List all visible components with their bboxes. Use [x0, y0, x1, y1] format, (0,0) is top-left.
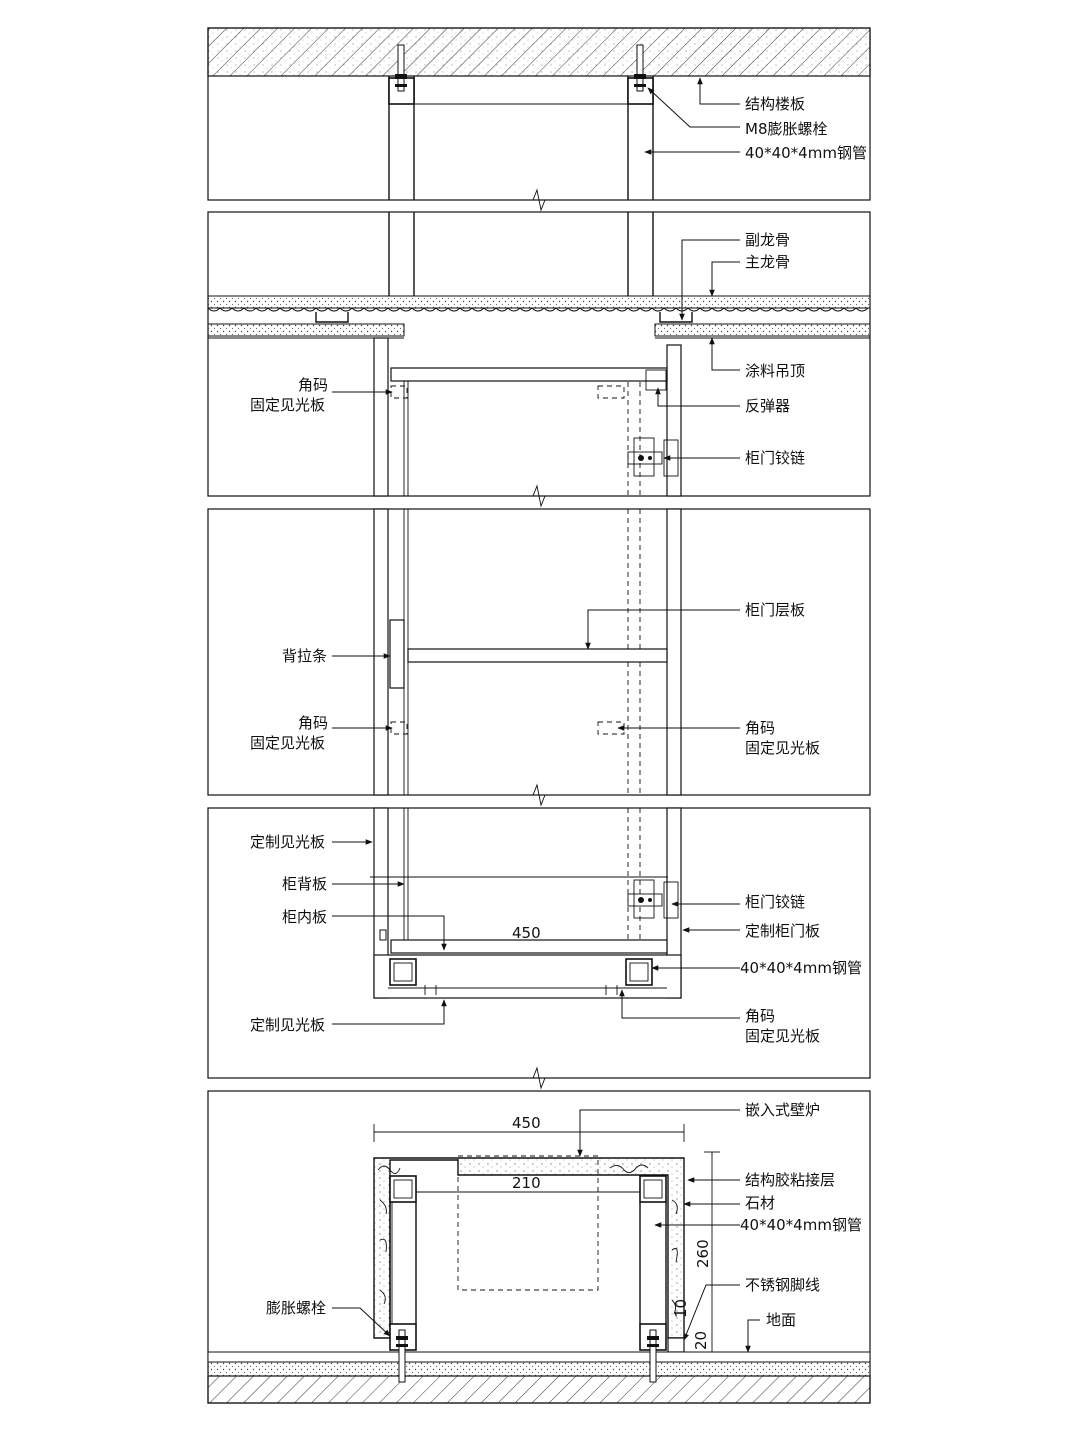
ground-slab-hatch	[207, 1375, 871, 1404]
label-stainless-skirting: 不锈钢脚线	[745, 1276, 820, 1294]
stone-shell	[373, 1157, 685, 1339]
paint-ceiling-board-right	[654, 323, 871, 337]
expansion-bolt-right	[647, 1329, 659, 1383]
dim-base-height: 260	[694, 1239, 712, 1268]
label-fix-visible-panel-3: 固定见光板	[745, 739, 820, 757]
fireplace-outline	[457, 1155, 599, 1291]
label-corner-bracket-3: 角码	[745, 719, 775, 737]
label-cabinet-back: 柜背板	[282, 875, 327, 893]
label-m8-bolt: M8膨胀螺栓	[745, 120, 828, 138]
label-fix-visible-panel-2: 固定见光板	[250, 734, 325, 752]
expansion-bolt-left	[396, 1329, 408, 1383]
label-corner-bracket-2: 角码	[298, 714, 328, 732]
label-custom-visible-panel-2: 定制见光板	[250, 1016, 325, 1034]
stainless-skirting	[667, 1337, 685, 1353]
dim-skirting-height: 20	[692, 1331, 710, 1350]
ground-finish-layer	[207, 1351, 871, 1363]
door-shelf	[407, 648, 668, 663]
label-main-keel: 主龙骨	[745, 253, 790, 271]
label-expansion-bolt: 膨胀螺栓	[266, 1299, 326, 1317]
label-back-strip: 背拉条	[282, 647, 327, 665]
label-door-shelf: 柜门层板	[745, 601, 805, 619]
label-fix-visible-panel-4: 固定见光板	[745, 1027, 820, 1045]
label-door-hinge-2: 柜门铰链	[745, 893, 805, 911]
label-custom-visible-panel-1: 定制见光板	[250, 833, 325, 851]
label-steel-tube-2: 40*40*4mm钢管	[740, 959, 862, 977]
paint-ceiling-board-left	[207, 323, 405, 337]
dim-skirting-gap: 10	[672, 1299, 690, 1318]
m8-bolt-right	[634, 44, 646, 92]
label-door-hinge-1: 柜门铰链	[745, 449, 805, 467]
label-rebound-device: 反弹器	[745, 397, 790, 415]
label-paint-ceiling: 涂料吊顶	[745, 362, 805, 380]
panel-cabinet-middle: 柜门层板 背拉条 角码 固定见光板 角码 固定见光板	[207, 508, 871, 807]
panel-slab-anchor: 结构楼板 M8膨胀螺栓 40*40*4mm钢管	[207, 27, 871, 212]
cabinet-hinge-bottom	[627, 879, 679, 919]
label-cabinet-inner: 柜内板	[282, 908, 327, 926]
label-steel-tube-3: 40*40*4mm钢管	[740, 1216, 862, 1234]
panel-ceiling: 副龙骨 主龙骨 涂料吊顶 反弹器 柜门铰链 角码 固定见光板	[207, 211, 871, 508]
label-custom-door-panel: 定制柜门板	[745, 922, 820, 940]
label-adhesive-layer: 结构胶粘接层	[745, 1171, 835, 1189]
main-keel-band	[207, 295, 871, 309]
label-ground: 地面	[766, 1311, 796, 1329]
dim-cabinet-depth: 450	[512, 924, 541, 942]
label-floor-slab: 结构楼板	[745, 95, 805, 113]
label-steel-tube-1: 40*40*4mm钢管	[745, 144, 867, 162]
dim-base-width: 450	[512, 1114, 541, 1132]
label-stone: 石材	[745, 1194, 775, 1212]
dim-fireplace-width: 210	[512, 1174, 541, 1192]
m8-bolt-left	[395, 44, 407, 92]
back-strip	[389, 619, 405, 689]
label-fireplace: 嵌入式壁炉	[745, 1101, 820, 1119]
label-corner-bracket-4: 角码	[745, 1007, 775, 1025]
panel-cabinet-bottom: 450 定制见光板 柜背板 柜内板 柜门铰链 定制柜门板 40*40*4mm钢管…	[207, 807, 871, 1090]
label-corner-bracket-1: 角码	[298, 376, 328, 394]
panel-fireplace-base: 450 210 260 10 20	[207, 1090, 871, 1404]
label-sub-keel: 副龙骨	[745, 231, 790, 249]
cabinet-inner-board	[390, 939, 668, 954]
label-fix-visible-panel-1: 固定见光板	[250, 396, 325, 414]
